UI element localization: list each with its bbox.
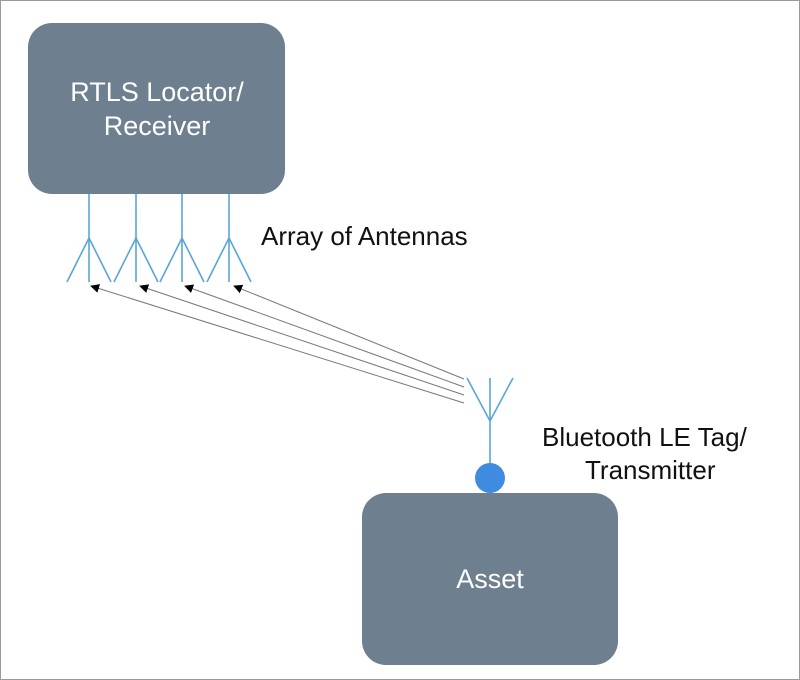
antenna-icon [66,194,112,283]
tag-antenna-icon [466,377,514,466]
asset-box [362,493,618,665]
tag-transmitter-dot [475,463,505,493]
antenna-icon [159,194,205,283]
signal-arrow [233,284,465,380]
tag-label-line1: Bluetooth LE Tag/ [542,422,748,452]
antenna-array-label: Array of Antennas [261,221,468,251]
locator-receiver-box [28,23,285,194]
signal-arrow [139,284,465,396]
locator-receiver-label-line1: RTLS Locator/ [70,77,244,107]
antenna-icon [206,194,252,283]
asset-label: Asset [456,564,524,594]
signal-paths [90,284,465,404]
locator-receiver-label-line2: Receiver [104,111,211,141]
locator-receiver-node: RTLS Locator/ Receiver [28,23,285,194]
antenna-array [66,194,252,283]
tag-label-line2: Transmitter [585,455,716,485]
signal-arrow [184,284,465,388]
asset-node: Asset [362,493,618,665]
antenna-icon [113,194,159,283]
signal-arrow [90,284,465,404]
